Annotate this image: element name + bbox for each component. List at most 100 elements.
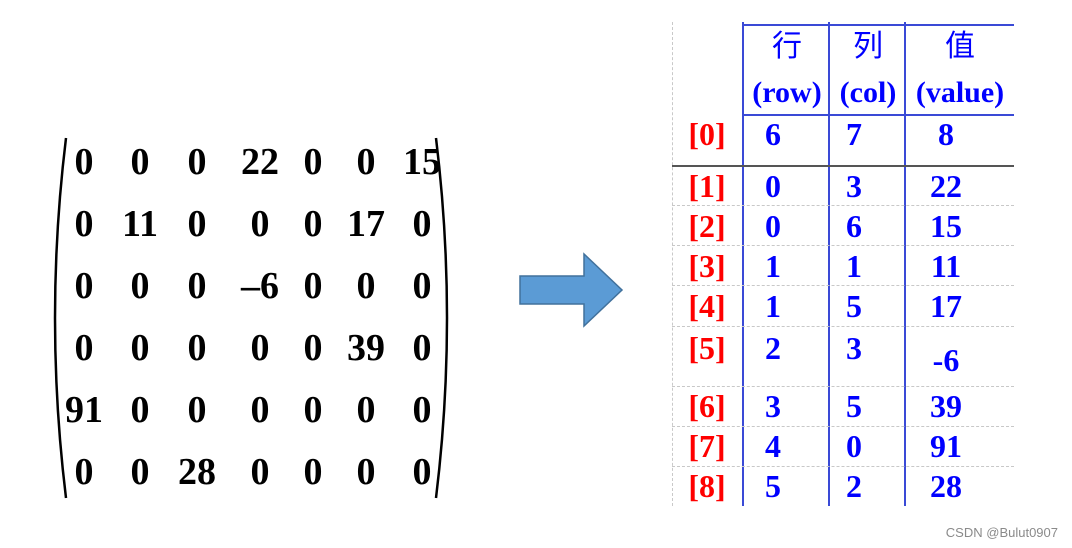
- matrix-cell: 0: [130, 451, 150, 493]
- matrix-cell: 28: [178, 451, 216, 493]
- row-divider: [672, 245, 1014, 246]
- matrix-cell: 0: [187, 389, 207, 431]
- triplet-row-cell: 0: [765, 168, 781, 204]
- matrix-cell: 0: [74, 451, 94, 493]
- triplet-col-cell: 3: [846, 330, 862, 366]
- triplet-row-cell: 0: [765, 208, 781, 244]
- row-divider: [672, 326, 1014, 327]
- triplet-row-cell: 4: [765, 428, 781, 464]
- matrix-cell: 0: [303, 203, 323, 245]
- triplet-row-cell: 3: [765, 388, 781, 424]
- matrix-cell: 0: [412, 203, 432, 245]
- header-label-cn: 值: [945, 30, 975, 63]
- matrix-cell: –6: [241, 265, 279, 307]
- right-arrow-icon: [519, 252, 624, 328]
- row-index-label: [8]: [688, 468, 726, 504]
- watermark: CSDN @Bulut0907: [945, 525, 1058, 540]
- triplet-col-cell: 5: [846, 288, 862, 324]
- left-parenthesis: [53, 137, 68, 499]
- matrix-cell: 0: [356, 265, 376, 307]
- header-label-en: (row): [752, 76, 822, 109]
- triplet-row-cell: 5: [765, 468, 781, 504]
- column-divider: [828, 22, 830, 506]
- column-divider: [904, 22, 906, 506]
- row-divider: [672, 285, 1014, 286]
- matrix-cell: 91: [65, 389, 103, 431]
- matrix-parentheses: [53, 137, 449, 499]
- triplet-col-cell: 5: [846, 388, 862, 424]
- matrix-cell: 11: [122, 203, 158, 245]
- matrix-cell: 0: [74, 141, 94, 183]
- right-parenthesis: [434, 137, 449, 499]
- row-index-label: [2]: [688, 208, 726, 244]
- row-divider: [742, 114, 1014, 116]
- matrix-cell: 0: [130, 265, 150, 307]
- matrix-cell: 17: [347, 203, 385, 245]
- row-index-label: [4]: [688, 288, 726, 324]
- matrix-cell: 0: [303, 265, 323, 307]
- column-divider: [742, 22, 744, 506]
- matrix-cell: 0: [303, 327, 323, 369]
- row-index-label: [6]: [688, 388, 726, 424]
- row-index-label: [0]: [688, 116, 726, 152]
- matrix-cell: 0: [303, 389, 323, 431]
- matrix-cell: 0: [303, 141, 323, 183]
- matrix-cell: 0: [74, 203, 94, 245]
- triplet-value-cell: -6: [932, 342, 960, 378]
- triplet-value-cell: 22: [930, 168, 962, 204]
- triplet-row-cell: 2: [765, 330, 781, 366]
- header-label-en: (value): [915, 76, 1005, 109]
- matrix-cell: 0: [130, 389, 150, 431]
- triplet-value-cell: 15: [930, 208, 962, 244]
- triplet-value-cell: 17: [930, 288, 962, 324]
- row-divider: [672, 466, 1014, 467]
- row-divider: [742, 24, 1014, 26]
- matrix-cell: 0: [187, 141, 207, 183]
- matrix-cell: 0: [250, 389, 270, 431]
- matrix-cell: 39: [347, 327, 385, 369]
- matrix-cell: 15: [403, 141, 441, 183]
- row-divider: [672, 386, 1014, 387]
- matrix-cell: 22: [241, 141, 279, 183]
- header-label-en: (col): [839, 76, 897, 109]
- header-label-cn: 列: [853, 30, 883, 63]
- triplet-value-cell: 28: [930, 468, 962, 504]
- triplet-row-cell: 1: [765, 248, 781, 284]
- triplet-col-cell: 0: [846, 428, 862, 464]
- matrix-cell: 0: [74, 327, 94, 369]
- matrix-cell: 0: [412, 327, 432, 369]
- row-divider: [672, 165, 1014, 167]
- matrix-cell: 0: [130, 327, 150, 369]
- row-index-label: [7]: [688, 428, 726, 464]
- matrix-cell: 0: [412, 389, 432, 431]
- triplet-value-cell: 11: [930, 248, 962, 284]
- header-label-cn: 行: [772, 30, 802, 63]
- row-index-label: [5]: [688, 330, 726, 366]
- triplet-value-cell: 39: [930, 388, 962, 424]
- matrix-cell: 0: [356, 389, 376, 431]
- matrix-cell: 0: [412, 451, 432, 493]
- matrix-cell: 0: [412, 265, 432, 307]
- triplet-row-cell: 1: [765, 288, 781, 324]
- matrix-cell: 0: [250, 451, 270, 493]
- row-divider: [672, 426, 1014, 427]
- matrix-cell: 0: [187, 327, 207, 369]
- matrix-cell: 0: [74, 265, 94, 307]
- matrix-cell: 0: [187, 265, 207, 307]
- triplet-col-cell: 3: [846, 168, 862, 204]
- triplet-col-cell: 2: [846, 468, 862, 504]
- triplet-col-cell: 7: [846, 116, 862, 152]
- matrix-cell: 0: [130, 141, 150, 183]
- matrix-cell: 0: [250, 327, 270, 369]
- triplet-value-cell: 8: [938, 116, 954, 152]
- matrix-cell: 0: [356, 141, 376, 183]
- row-index-label: [1]: [688, 168, 726, 204]
- matrix-cell: 0: [187, 203, 207, 245]
- matrix-cell: 0: [250, 203, 270, 245]
- row-index-label: [3]: [688, 248, 726, 284]
- triplet-value-cell: 91: [930, 428, 962, 464]
- triplet-col-cell: 6: [846, 208, 862, 244]
- triplet-row-cell: 6: [765, 116, 781, 152]
